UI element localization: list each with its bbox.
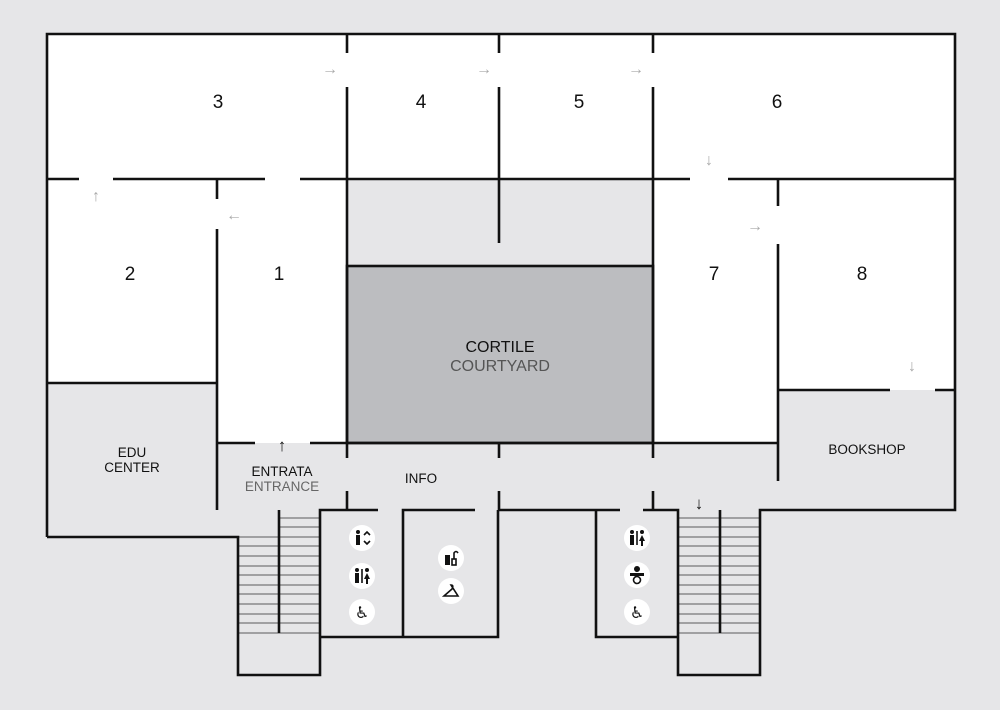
courtyard [347,266,653,443]
room-3-label[interactable]: 3 [213,92,224,113]
room-2-fill [47,179,217,383]
room-fills [47,34,955,443]
edu-center-label-2: CENTER [104,460,160,475]
svg-text:♿: ♿ [630,603,644,622]
arrow-right-icon: → [322,61,338,78]
arrow-up-icon: ↑ [92,188,100,205]
courtyard-label-it: CORTILE [465,339,534,356]
accessible-icon[interactable]: ♿ [349,599,375,625]
room-1-label[interactable]: 1 [274,264,285,285]
room-8-label[interactable]: 8 [857,264,868,285]
arrow-down-icon: ↓ [908,358,916,375]
bookshop-label: BOOKSHOP [828,442,905,457]
locker-icon[interactable] [438,545,464,571]
svg-text:♿: ♿ [355,603,369,622]
restroom-icon[interactable] [349,563,375,589]
entrance-label-en: ENTRANCE [245,479,319,494]
info-label: INFO [405,471,437,486]
arrow-right-icon: → [628,61,644,78]
entrance-arrow-up-icon: ↑ [278,436,287,455]
top-rooms-fill [47,34,955,179]
stairs-right[interactable] [678,510,760,634]
entrance-label-it: ENTRATA [251,464,312,479]
room-8-fill [778,179,955,390]
arrow-right-icon: → [747,218,763,235]
restroom-icon[interactable] [624,525,650,551]
room-7-label[interactable]: 7 [709,264,720,285]
exit-arrow-down-icon: ↓ [695,494,704,513]
stairs-left[interactable] [238,510,320,634]
room-1-fill [217,179,347,443]
arrow-down-icon: ↓ [705,152,713,169]
room-2-label[interactable]: 2 [125,264,136,285]
room-5-label[interactable]: 5 [574,92,585,113]
arrow-left-icon: ← [226,207,242,224]
accessible-icon[interactable]: ♿ [624,599,650,625]
baby-changing-icon[interactable] [624,562,650,588]
edu-center-label-1: EDU [118,445,147,460]
courtyard-label-en: COURTYARD [450,358,550,375]
cloakroom-icon[interactable] [438,578,464,604]
room-6-label[interactable]: 6 [772,92,783,113]
walls [45,32,957,677]
elevator-icon[interactable] [349,525,375,551]
room-4-label[interactable]: 4 [416,92,427,113]
arrow-right-icon: → [476,61,492,78]
room-7-fill [653,179,778,443]
